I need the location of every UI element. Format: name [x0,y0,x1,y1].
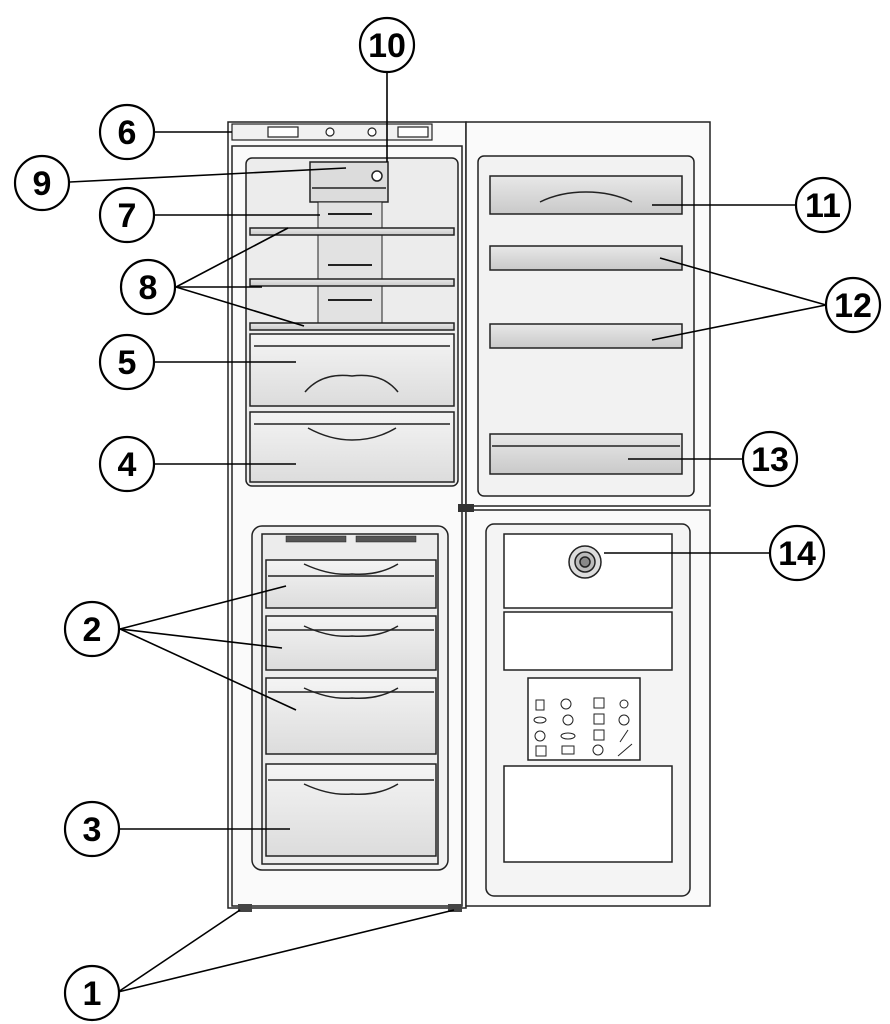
callout-11: 11 [794,176,852,234]
callout-2-label: 2 [83,611,102,649]
callout-3-label: 3 [83,811,102,849]
freezer-drawer [265,677,437,755]
callout-6: 6 [98,103,156,161]
fridge-compartment [245,157,459,487]
glass-shelf [249,278,455,287]
fan-button [371,170,383,182]
door-shelf-lidded [489,175,683,215]
callout-9-label: 9 [33,165,52,203]
callout-7-label: 7 [118,197,137,235]
leader-lines [69,72,827,993]
callout-10: 10 [358,16,416,74]
light-unit [309,161,389,203]
crisper-drawer [249,333,455,407]
callout-10-label: 10 [368,27,406,65]
bottom-drawer [249,411,455,483]
freezer-drawer [265,559,437,609]
door-shelf [489,323,683,349]
callout-14-label: 14 [778,535,816,573]
callout-13-label: 13 [751,441,789,479]
freezer-chart-icons [533,697,633,757]
glass-shelf [249,227,455,236]
callout-12: 12 [824,276,882,334]
callout-8-label: 8 [139,269,158,307]
freezer-storage-chart [527,677,641,761]
callouts: 1 2 3 4 5 6 7 8 9 10 11 12 13 14 [13,16,882,1022]
freezer-bottom-drawer [265,763,437,857]
bottle-shelf [489,433,683,475]
air-channel [317,201,383,325]
callout-11-label: 11 [805,187,841,225]
callout-4: 4 [98,435,156,493]
callout-7: 7 [98,186,156,244]
freezer-door-panel [503,765,673,863]
callout-6-label: 6 [118,114,137,152]
callout-14: 14 [768,524,826,582]
callout-2: 2 [63,600,121,658]
callout-8: 8 [119,258,177,316]
callout-12-label: 12 [834,287,872,325]
control-panel [231,123,433,141]
callout-1-label: 1 [83,975,102,1013]
freezer-door-panel [503,611,673,671]
callout-1: 1 [63,964,121,1022]
callout-5-label: 5 [118,344,137,382]
fridge-door [465,121,711,507]
adjustable-feet [238,904,462,912]
freezer-compartment [251,525,449,871]
callout-4-label: 4 [118,446,137,484]
freezer-drawer [265,615,437,671]
callout-13: 13 [741,430,799,488]
door-shelf [489,245,683,271]
cabinet-inner-left [231,145,463,907]
callout-5: 5 [98,333,156,391]
freezer-door [465,509,711,907]
callout-3: 3 [63,800,121,858]
callout-9: 9 [13,154,71,212]
glass-shelf [249,322,455,331]
